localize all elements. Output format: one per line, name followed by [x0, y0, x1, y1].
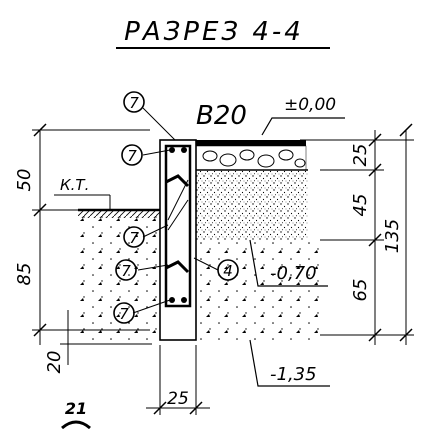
callout-bubble: 7	[121, 144, 143, 166]
callout-bubble: 7	[123, 91, 145, 113]
svg-text:7: 7	[119, 305, 129, 323]
retaining-wall	[159, 139, 197, 341]
dim-right-c: 65	[350, 279, 371, 302]
section-title: РАЗРЕЗ 4-4	[124, 17, 304, 47]
kt-label: К.Т.	[60, 176, 89, 194]
rebar-dots	[169, 147, 187, 303]
right-dimension-chain	[300, 123, 414, 345]
svg-text:7: 7	[127, 147, 137, 165]
callout-bubble: 7	[123, 226, 145, 248]
sheet-ref-arc	[61, 420, 91, 429]
dim-bottom: 25	[167, 389, 189, 409]
sand-layer	[196, 170, 308, 240]
level-mid: -0,70	[270, 263, 317, 284]
wall-reinforcement-cage	[164, 144, 192, 308]
dim-left-upper: 50	[14, 169, 35, 192]
sheet-ref: 21	[65, 399, 87, 418]
level-top: ±0,00	[284, 95, 336, 115]
level-top-leader	[261, 117, 345, 136]
level-mid-leader	[249, 239, 328, 287]
svg-text:4: 4	[223, 262, 233, 280]
bottom-dimension	[146, 345, 210, 415]
callout-bubble: 7	[115, 259, 137, 281]
svg-text:7: 7	[129, 229, 139, 247]
dim-right-total: 135	[382, 219, 403, 253]
level-bottom: -1,35	[270, 364, 317, 385]
dim-left-base: 20	[44, 351, 65, 374]
gravel-layer	[195, 145, 307, 171]
wall-rebar-bends	[165, 174, 190, 274]
left-dimension-chain	[32, 123, 152, 365]
svg-text:7: 7	[129, 94, 139, 112]
dim-right-b: 45	[350, 194, 371, 217]
dim-right-a: 25	[350, 144, 371, 167]
ground-hatch	[78, 211, 160, 218]
callout-leaders	[132, 107, 219, 314]
svg-text:7: 7	[121, 262, 131, 280]
soil-right	[200, 240, 320, 340]
level-bottom-leader	[249, 339, 330, 387]
concrete-grade: B20	[196, 101, 247, 131]
dim-left-lower: 85	[14, 263, 35, 286]
callout-bubble: 7	[113, 302, 135, 324]
callout-bubble: 4	[217, 259, 239, 281]
slab-layer	[196, 140, 306, 146]
